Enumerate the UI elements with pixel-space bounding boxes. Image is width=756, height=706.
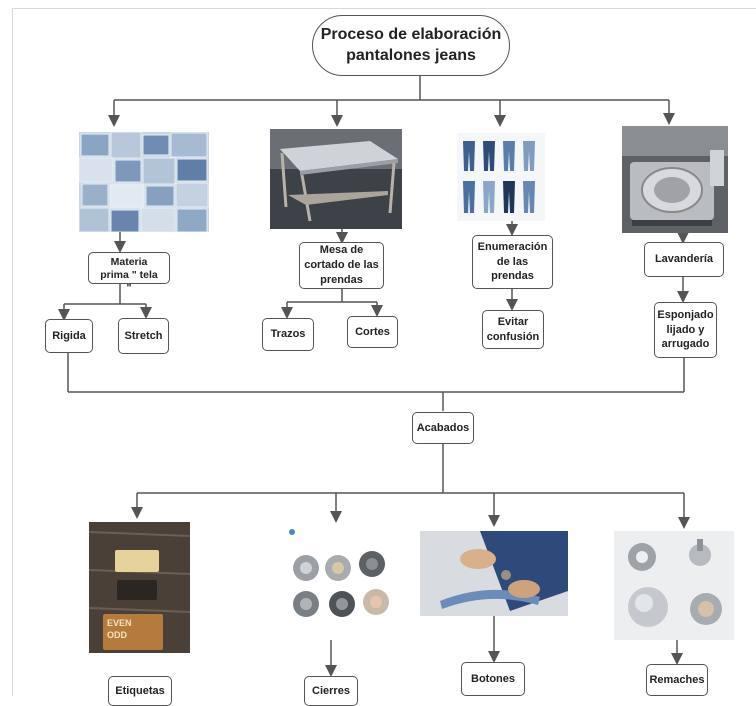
trazos-box: Trazos xyxy=(262,318,314,351)
acabados-box: Acabados xyxy=(412,412,474,444)
lavanderia-box: Lavandería xyxy=(644,242,724,277)
enumeracion-box: Enumeración de las prendas xyxy=(472,235,553,289)
evitar-confusion-box: Evitar confusión xyxy=(482,310,544,349)
mesa-cortado-box: Mesa de cortado de las prendas xyxy=(299,242,384,289)
root-node: Proceso de elaboración pantalones jeans xyxy=(312,15,510,76)
labels-image: EVEN ODD xyxy=(89,522,190,653)
buttons-image xyxy=(420,531,568,616)
rigida-box: Rigida xyxy=(45,319,93,353)
cierres-box: Cierres xyxy=(304,676,358,706)
rivets-image xyxy=(614,531,734,640)
washing-machine-image xyxy=(622,126,728,233)
label-odd-text: ODD xyxy=(107,630,128,640)
cortes-box: Cortes xyxy=(347,316,398,348)
diagram-frame xyxy=(12,8,756,696)
cutting-table-image xyxy=(270,129,402,229)
remaches-box: Remaches xyxy=(646,664,708,696)
materia-prima-box: Materia prima " tela " xyxy=(88,252,170,294)
stretch-box: Stretch xyxy=(118,318,169,354)
jeans-catalog-image xyxy=(457,133,545,221)
esponjado-box: Esponjado lijado y arrugado xyxy=(654,302,717,358)
etiquetas-box: Etiquetas xyxy=(108,676,172,706)
zippers-image xyxy=(284,526,396,640)
fabric-patches-image xyxy=(79,132,209,232)
botones-box: Botones xyxy=(461,662,525,696)
label-even-text: EVEN xyxy=(107,618,132,628)
